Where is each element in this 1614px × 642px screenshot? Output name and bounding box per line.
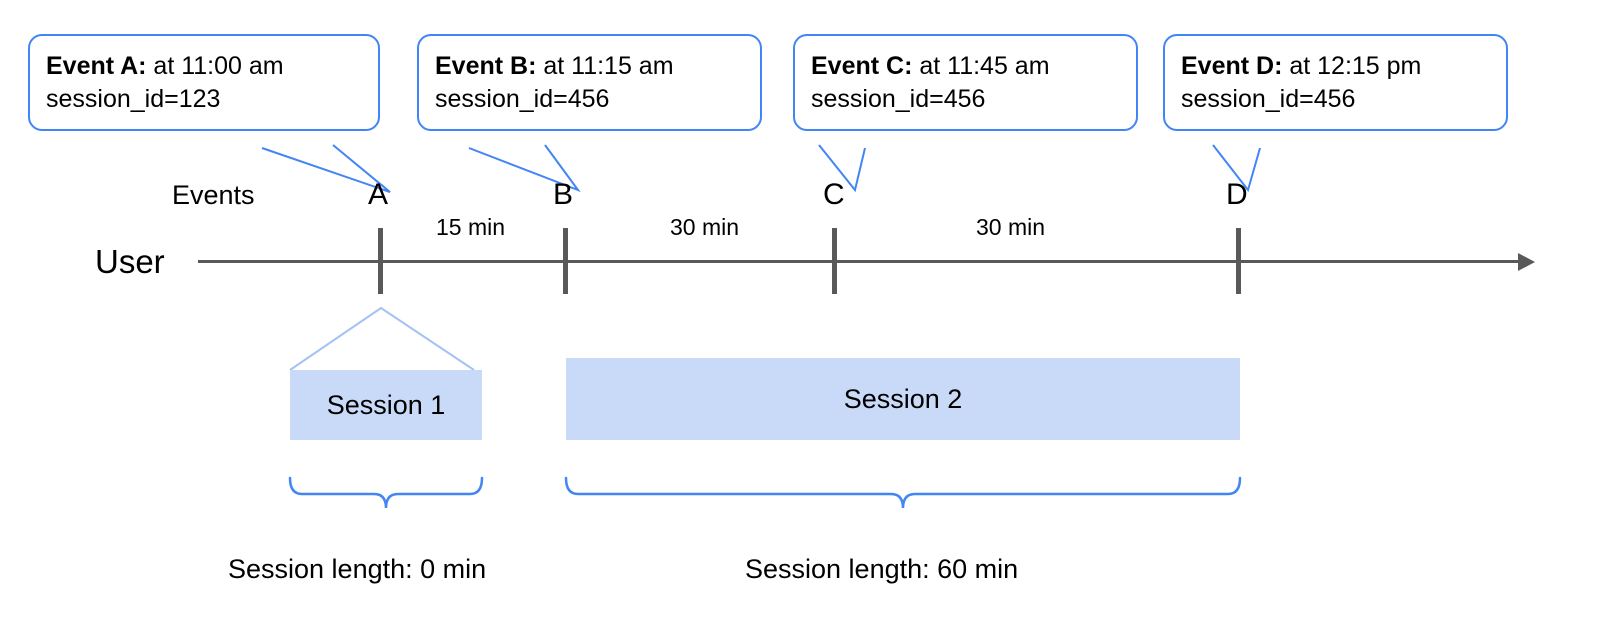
row-label-user: User: [95, 243, 165, 280]
tick-marker-d: [1236, 228, 1241, 294]
callout-b-line2: session_id=456: [435, 85, 610, 114]
marker-letter-b: B: [553, 178, 574, 211]
callout-d-bold: Event D:: [1181, 52, 1283, 80]
callout-a-line2: session_id=123: [46, 85, 221, 114]
gap-label-a-b: 15 min: [436, 214, 506, 240]
callout-a-line1: Event A: at 11:00 am: [46, 50, 362, 83]
tick-marker-b: [563, 228, 568, 294]
callout-a-bold: Event A:: [46, 52, 147, 80]
marker-letter-c: C: [823, 178, 845, 211]
marker-letter-a: A: [368, 178, 389, 211]
marker-letter-d: D: [1226, 178, 1248, 211]
gap-label-c-d: 30 min: [976, 214, 1046, 240]
tick-marker-c: [832, 228, 837, 294]
callout-b-rest: at 11:15 am: [536, 52, 674, 80]
callout-a-rest: at 11:00 am: [146, 52, 284, 80]
timeline-axis: [198, 260, 1520, 263]
callout-c-rest: at 11:45 am: [912, 52, 1050, 80]
callout-event-a: Event A: at 11:00 am session_id=123: [28, 34, 380, 131]
callout-d-rest: at 12:15 pm: [1282, 52, 1422, 80]
callout-c-bold: Event C:: [811, 52, 913, 80]
session-bar-2: Session 2: [566, 358, 1240, 440]
session-length-label-2: Session length: 60 min: [745, 554, 1019, 584]
callout-c-line1: Event C: at 11:45 am: [811, 50, 1120, 83]
gap-label-b-c: 30 min: [670, 214, 740, 240]
callout-b-line1: Event B: at 11:15 am: [435, 50, 744, 83]
row-label-events: Events: [172, 180, 255, 210]
callout-event-c: Event C: at 11:45 am session_id=456: [793, 34, 1138, 131]
callout-event-d: Event D: at 12:15 pm session_id=456: [1163, 34, 1508, 131]
timeline-arrow-icon: [1518, 253, 1535, 271]
callout-d-line2: session_id=456: [1181, 85, 1356, 114]
session-length-label-1: Session length: 0 min: [228, 554, 487, 584]
session-bar-1-label: Session 1: [326, 389, 446, 420]
callout-d-line1: Event D: at 12:15 pm: [1181, 50, 1490, 83]
session-bar-1: Session 1: [290, 370, 482, 440]
callout-b-bold: Event B:: [435, 52, 537, 80]
callout-c-line2: session_id=456: [811, 85, 986, 114]
tick-marker-a: [378, 228, 383, 294]
session-bar-2-label: Session 2: [843, 383, 963, 414]
callout-event-b: Event B: at 11:15 am session_id=456: [417, 34, 762, 131]
